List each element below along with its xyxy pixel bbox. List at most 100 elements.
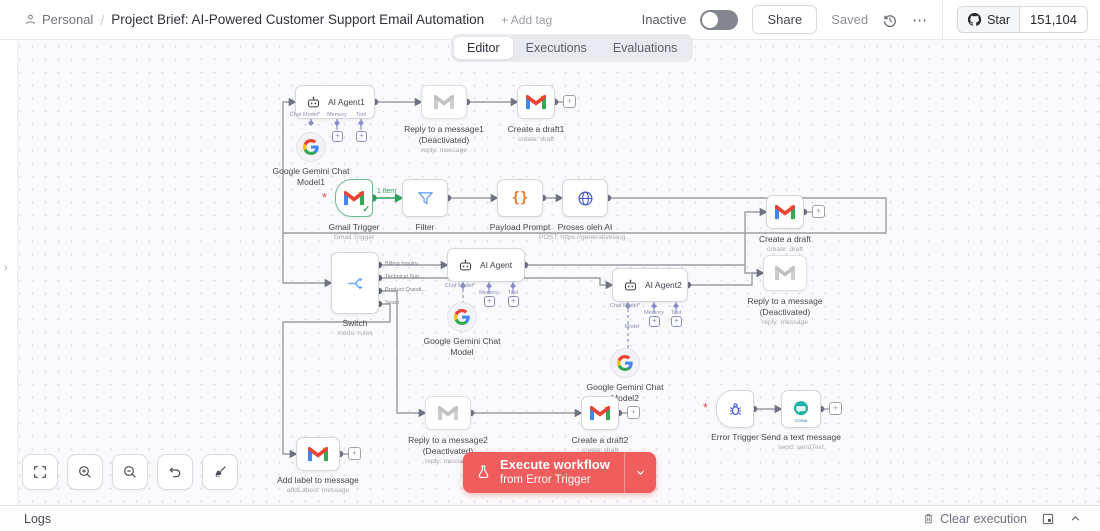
logs-panel-header: Logs Clear execution	[0, 505, 1100, 531]
google-g-icon	[454, 309, 470, 325]
active-state-label: Inactive	[641, 12, 687, 27]
clear-execution-button[interactable]: Clear execution	[922, 512, 1027, 526]
node-error-trigger[interactable]	[716, 390, 754, 428]
robot-icon	[460, 259, 471, 270]
active-toggle[interactable]	[700, 9, 739, 30]
tidy-up-button[interactable]	[202, 454, 238, 490]
node-send-text-message[interactable]: GOWA	[781, 390, 821, 428]
header-divider	[942, 0, 944, 40]
gmail-icon	[434, 94, 454, 109]
node-ai-agent2[interactable]: AI Agent2	[612, 268, 688, 302]
node-reply-message2[interactable]	[425, 396, 471, 430]
node-create-draft2[interactable]	[581, 396, 619, 430]
popout-panel-icon	[1042, 513, 1054, 524]
gmail-icon	[590, 405, 610, 420]
workflow-title[interactable]: Project Brief: AI-Powered Customer Suppo…	[111, 12, 485, 27]
share-button[interactable]: Share	[752, 5, 818, 34]
node-create-draft[interactable]	[766, 195, 804, 229]
bug-icon	[729, 402, 741, 415]
google-g-icon	[617, 355, 633, 371]
add-memory-button[interactable]: +	[332, 131, 343, 142]
execute-label-line1: Execute workflow	[500, 457, 610, 473]
history-button[interactable]	[882, 12, 898, 28]
tab-executions[interactable]: Executions	[525, 41, 587, 55]
node-add-label-to-message[interactable]	[296, 437, 340, 471]
github-star-label: Star	[987, 12, 1010, 27]
breadcrumb-project[interactable]: Personal	[24, 12, 93, 27]
node-gemini-model1[interactable]	[296, 132, 326, 162]
history-icon	[884, 14, 896, 27]
gmail-icon	[308, 446, 328, 461]
chevron-down-icon	[636, 470, 644, 475]
node-proses-oleh-ai[interactable]	[562, 179, 608, 217]
person-icon	[25, 14, 36, 25]
canvas-controls	[22, 454, 238, 490]
chevron-up-icon	[1071, 516, 1080, 521]
zoom-out-icon	[124, 466, 136, 478]
breadcrumb-separator: /	[100, 11, 105, 28]
add-memory-button[interactable]: +	[484, 296, 495, 307]
trash-icon	[924, 514, 933, 524]
open-panel-button[interactable]	[1041, 512, 1055, 526]
add-node-button[interactable]: +	[348, 447, 361, 460]
clear-execution-label: Clear execution	[940, 511, 1027, 526]
gmail-icon	[344, 190, 364, 205]
google-g-icon	[303, 139, 319, 155]
filter-funnel-icon	[417, 191, 433, 205]
add-node-button[interactable]: +	[627, 406, 640, 419]
execute-options-button[interactable]	[623, 452, 656, 493]
collapse-logs-button[interactable]	[1069, 512, 1082, 525]
workflow-canvas[interactable]: AI Agent1 Chat Model* Memory Tool + + Go…	[0, 40, 1100, 505]
view-tabs: Editor Executions Evaluations	[451, 34, 694, 62]
add-tag-button[interactable]: + Add tag	[501, 12, 553, 27]
github-star-count: 151,104	[1020, 7, 1087, 32]
more-menu-button[interactable]: ⋯	[912, 11, 929, 29]
tab-editor[interactable]: Editor	[454, 37, 513, 59]
fit-view-icon	[34, 466, 46, 478]
add-tool-button[interactable]: +	[356, 131, 367, 142]
left-sidebar-rail: ›	[0, 40, 18, 505]
node-ai-agent1[interactable]: AI Agent1	[295, 85, 375, 119]
toggle-knob	[702, 11, 719, 28]
zoom-out-button[interactable]	[112, 454, 148, 490]
saved-status: Saved	[831, 12, 869, 27]
node-gemini-model2[interactable]	[610, 348, 640, 378]
github-icon	[968, 12, 982, 26]
switch-split-icon	[347, 277, 363, 289]
gowa-chat-icon	[793, 401, 809, 416]
gmail-icon	[526, 94, 546, 109]
add-node-button[interactable]: +	[563, 95, 576, 108]
add-tool-button[interactable]: +	[671, 316, 682, 327]
node-ai-agent[interactable]: AI Agent	[447, 248, 525, 282]
github-star-widget[interactable]: Star 151,104	[957, 6, 1088, 33]
node-gemini-model[interactable]	[447, 302, 477, 332]
node-create-draft1[interactable]	[517, 85, 555, 119]
add-node-button[interactable]: +	[812, 205, 825, 218]
logs-label[interactable]: Logs	[24, 511, 52, 526]
node-reply-message1[interactable]	[421, 85, 467, 119]
node-gmail-trigger[interactable]: ✓	[335, 179, 373, 217]
gmail-icon	[775, 265, 795, 280]
broom-icon	[215, 466, 226, 478]
breadcrumb-project-label: Personal	[42, 12, 94, 27]
expand-sidebar-button[interactable]: ›	[4, 262, 8, 274]
robot-icon	[308, 96, 319, 107]
node-payload-prompt[interactable]: {}	[497, 179, 543, 217]
undo-button[interactable]	[157, 454, 193, 490]
zoom-in-button[interactable]	[67, 454, 103, 490]
top-header: Personal / Project Brief: AI-Powered Cus…	[0, 0, 1100, 40]
gmail-icon	[775, 204, 795, 219]
node-label: AI Agent	[480, 260, 513, 270]
add-tool-button[interactable]: +	[508, 296, 519, 307]
node-filter[interactable]	[402, 179, 448, 217]
execute-workflow-button[interactable]: Execute workflow from Error Trigger	[463, 452, 656, 493]
node-switch[interactable]	[331, 252, 379, 314]
globe-http-icon	[578, 191, 592, 205]
add-node-button[interactable]: +	[829, 402, 842, 415]
node-label: AI Agent1	[328, 97, 365, 107]
fit-view-button[interactable]	[22, 454, 58, 490]
tab-evaluations[interactable]: Evaluations	[612, 41, 678, 55]
braces-icon: {}	[511, 190, 529, 206]
add-memory-button[interactable]: +	[649, 316, 660, 327]
node-reply-message[interactable]	[763, 255, 807, 291]
